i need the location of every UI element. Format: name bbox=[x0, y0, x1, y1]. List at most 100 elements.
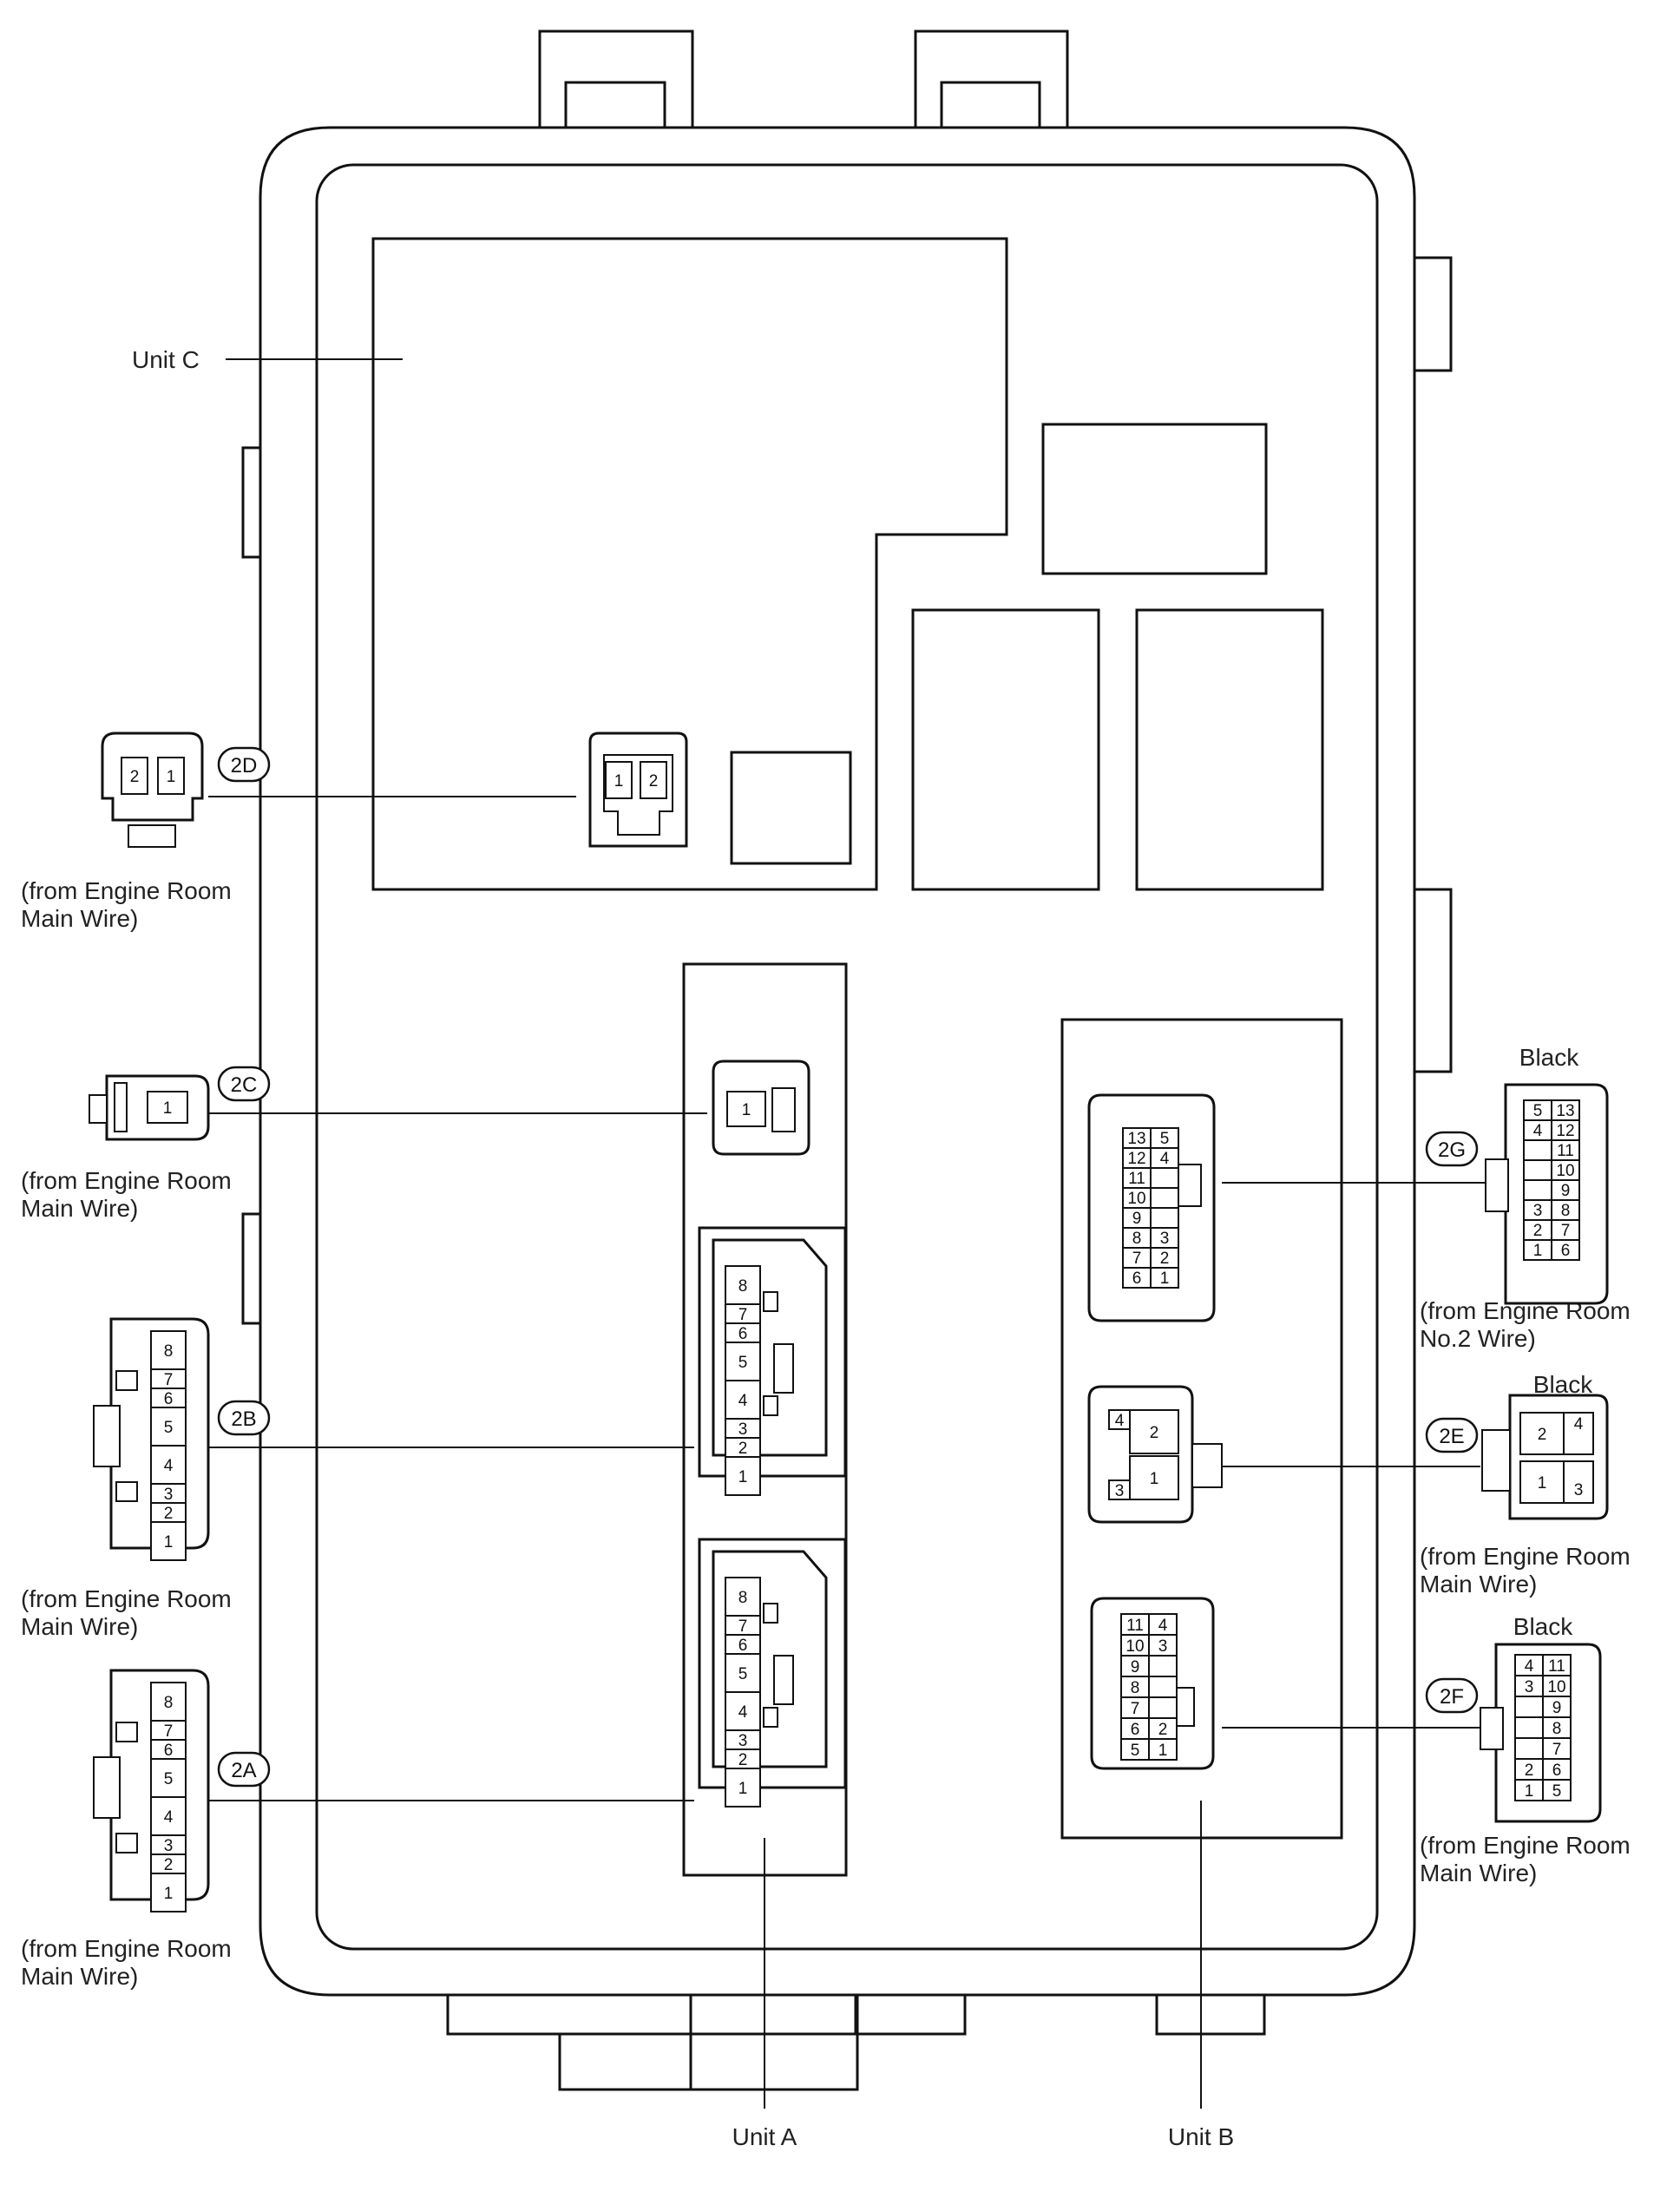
box-connector-2b-pin: 3 bbox=[738, 1420, 748, 1439]
box-connector-2g-pin: 4 bbox=[1160, 1150, 1170, 1168]
badge-2e-text: 2E bbox=[1439, 1425, 1464, 1448]
box-connector-2g-pin: 6 bbox=[1132, 1270, 1142, 1288]
caption-2e-line2: Main Wire) bbox=[1420, 1571, 1537, 1598]
box-connector-2b-cavity bbox=[725, 1456, 761, 1496]
plug-2g-cavity bbox=[1551, 1239, 1580, 1261]
plug-2b-cavity bbox=[150, 1330, 187, 1370]
box-connector-2f-cavity bbox=[1148, 1655, 1178, 1677]
plug-2a-pin: 2 bbox=[164, 1856, 174, 1874]
box-connector-2a-key bbox=[763, 1707, 778, 1728]
unit-c-outline bbox=[371, 237, 1008, 891]
plug-2b-pin: 5 bbox=[164, 1419, 174, 1437]
plug-2f-cavity bbox=[1542, 1758, 1572, 1781]
caption-2a-line1: (from Engine Room bbox=[21, 1935, 232, 1962]
caption-2c-line1: (from Engine Room bbox=[21, 1167, 232, 1194]
plug-2f-pin: 5 bbox=[1552, 1782, 1562, 1801]
caption-2c-line2: Main Wire) bbox=[21, 1195, 138, 1222]
box-connector-2a-pin: 4 bbox=[738, 1703, 748, 1722]
plug-2f-pin: 10 bbox=[1547, 1678, 1565, 1696]
color-label-2g: Black bbox=[1519, 1044, 1579, 1071]
box-connector-2g-pin: 12 bbox=[1127, 1150, 1145, 1168]
unit-a-label: Unit A bbox=[732, 2123, 797, 2150]
caption-2d-line2: Main Wire) bbox=[21, 905, 138, 932]
plug-2f-cavity bbox=[1542, 1737, 1572, 1760]
box-connector-2a-pin: 7 bbox=[738, 1617, 748, 1636]
box-connector-2a-pin: 8 bbox=[738, 1589, 748, 1607]
box-connector-2g-cavity bbox=[1150, 1207, 1179, 1229]
plug-2a-pin: 3 bbox=[164, 1837, 174, 1855]
box-connector-2f-pin: 4 bbox=[1158, 1617, 1168, 1635]
box-connector-2f-pin: 10 bbox=[1125, 1637, 1144, 1656]
plug-2g-pin: 12 bbox=[1556, 1122, 1574, 1140]
plug-2g-cavity bbox=[1523, 1139, 1552, 1161]
side-tab-right-1 bbox=[1413, 256, 1453, 372]
badge-2c-text: 2C bbox=[231, 1073, 258, 1097]
plug-2f-cavity bbox=[1514, 1779, 1544, 1801]
plug-2b-pin: 4 bbox=[164, 1457, 174, 1475]
box-connector-2f-cavity bbox=[1148, 1696, 1178, 1719]
plug-2g-latch bbox=[1485, 1158, 1509, 1212]
box-connector-2f-cavity bbox=[1148, 1613, 1178, 1636]
badge-2c bbox=[217, 1066, 271, 1102]
box-connector-2a-cavity bbox=[725, 1653, 761, 1693]
unit-c-small-block bbox=[730, 751, 852, 865]
plug-2f-cavity bbox=[1514, 1737, 1544, 1760]
caption-2e-line1: (from Engine Room bbox=[1420, 1543, 1631, 1570]
box-connector-2b-pin: 8 bbox=[738, 1277, 748, 1296]
plug-2f-cavity bbox=[1514, 1716, 1544, 1739]
caption-2f-line1: (from Engine Room bbox=[1420, 1832, 1631, 1859]
box-connector-2b-pin: 5 bbox=[738, 1354, 748, 1372]
plug-2g-pin: 6 bbox=[1561, 1242, 1571, 1260]
box-connector-2a-pin: 6 bbox=[738, 1637, 748, 1655]
badge-2f-text: 2F bbox=[1440, 1685, 1464, 1709]
box-connector-2a-cavity bbox=[725, 1768, 761, 1808]
plug-2a-pin: 6 bbox=[164, 1742, 174, 1760]
plug-2g-pin: 4 bbox=[1533, 1122, 1543, 1140]
plug-2b-pin: 3 bbox=[164, 1486, 174, 1504]
caption-2d-line1: (from Engine Room bbox=[21, 877, 232, 904]
unit-b-label: Unit B bbox=[1168, 2123, 1234, 2150]
color-label-2e: Black bbox=[1533, 1371, 1593, 1398]
plug-2b-cavity bbox=[150, 1521, 187, 1561]
box-connector-2g-pin: 11 bbox=[1128, 1170, 1145, 1188]
box-connector-2b-pin: 6 bbox=[738, 1325, 748, 1343]
plug-2f-cavity bbox=[1514, 1654, 1544, 1676]
box-connector-2f-pin: 11 bbox=[1126, 1617, 1144, 1635]
plug-2a-pin: 1 bbox=[164, 1885, 174, 1903]
plug-2g-pin: 1 bbox=[1533, 1242, 1543, 1260]
box-connector-2g-pin: 1 bbox=[1160, 1270, 1170, 1288]
plug-2g-pin: 2 bbox=[1533, 1222, 1543, 1240]
box-connector-2f-pin: 6 bbox=[1131, 1721, 1140, 1739]
caption-2a-line2: Main Wire) bbox=[21, 1963, 138, 1990]
box-connector-2g-pin: 13 bbox=[1127, 1130, 1145, 1148]
plug-2e: 2 4 1 3 bbox=[1481, 1394, 1609, 1520]
plug-2a-pin: 8 bbox=[164, 1694, 174, 1712]
box-connector-2f-cavity bbox=[1148, 1676, 1178, 1698]
box-connector-2f-pin: 9 bbox=[1131, 1658, 1140, 1676]
caption-2g-line2: No.2 Wire) bbox=[1420, 1325, 1536, 1352]
box-2d-pin: 2 bbox=[649, 772, 659, 791]
plug-2f-cavity bbox=[1542, 1654, 1572, 1676]
plug-2g-pin: 7 bbox=[1561, 1222, 1571, 1240]
box-connector-2b-pin: 1 bbox=[738, 1468, 748, 1486]
plug-2d: 2 1 bbox=[101, 732, 204, 848]
box-connector-2b-cavity bbox=[725, 1380, 761, 1420]
plug-2d-pin: 1 bbox=[167, 768, 176, 786]
plug-2f-cavity bbox=[1514, 1675, 1544, 1697]
plug-2g-pin: 8 bbox=[1561, 1202, 1571, 1220]
plug-2a-latch bbox=[93, 1756, 121, 1819]
housing-outline bbox=[259, 126, 1416, 1997]
box-2e-pin: 4 bbox=[1115, 1412, 1125, 1430]
box-connector-2g-pin: 10 bbox=[1127, 1190, 1145, 1208]
plug-2f-cavity bbox=[1542, 1675, 1572, 1697]
plug-2b-pin: 6 bbox=[164, 1390, 174, 1408]
plug-2a-pin: 7 bbox=[164, 1722, 174, 1741]
plug-2f-pin: 2 bbox=[1525, 1762, 1534, 1780]
bottom-tab-3 bbox=[856, 1993, 967, 2036]
plug-2a-key bbox=[115, 1722, 138, 1742]
plug-2f-pin: 7 bbox=[1552, 1741, 1562, 1759]
